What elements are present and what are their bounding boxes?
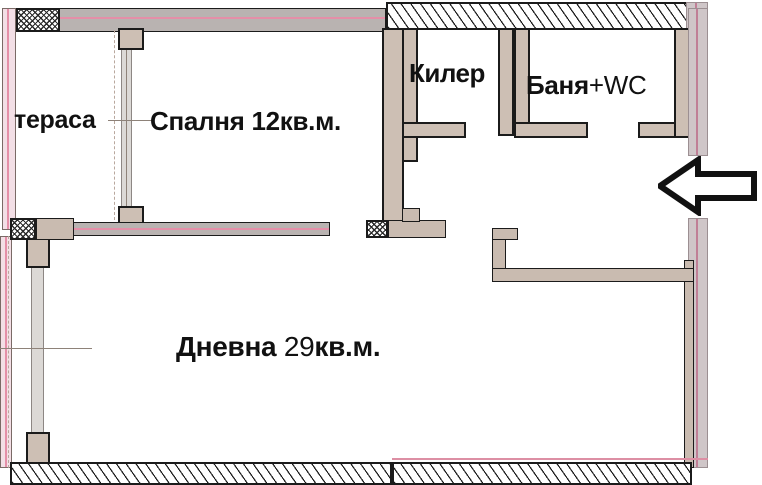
exterior-wall-right-upper	[688, 8, 708, 156]
arrow-left-icon	[654, 154, 757, 218]
column-mid-left	[10, 218, 36, 240]
bedroom-wall-bottom-right	[388, 220, 446, 238]
bedroom-wall-bottom-left	[44, 222, 330, 236]
room-label-terasa: тераса	[14, 106, 96, 134]
terrace-partition-dash	[114, 30, 115, 220]
wall-stub-up-right	[402, 208, 420, 222]
kiler-wall-right	[498, 28, 514, 136]
terrace-parapet-top	[6, 8, 386, 32]
room-label-dnevna-area-number: 29	[283, 331, 315, 362]
exterior-wall-left-lower	[0, 236, 12, 468]
room-label-banya: Баня+WC	[526, 70, 647, 100]
room-label-banya-bold: Баня	[526, 70, 589, 100]
window-axis-left	[0, 348, 92, 349]
glazing-axis	[108, 120, 152, 121]
exterior-wall-bottom	[10, 462, 392, 485]
exterior-wall-top	[386, 2, 706, 30]
exterior-wall-bottom-right	[392, 462, 692, 485]
recess-wall-horizontal	[492, 268, 694, 282]
kiler-wall-bottom	[402, 122, 466, 138]
wall-pier-left-bottom	[26, 432, 50, 466]
room-label-spalnya: Спалня 12кв.м.	[150, 106, 341, 136]
kiler-wall-left	[402, 28, 418, 162]
room-label-banya-wc: +WC	[588, 70, 647, 100]
column-top-left	[16, 8, 60, 32]
terrace-parapet-left	[2, 8, 16, 230]
room-label-dnevna-name: Дневна	[176, 331, 284, 362]
window-guide-left	[8, 236, 9, 468]
bedroom-wall-right	[382, 28, 404, 232]
living-room-window-left	[31, 255, 44, 445]
column-mid-right	[366, 220, 388, 238]
room-label-dnevna-area-unit: кв.м.	[314, 331, 381, 362]
recess-wall-stub	[492, 228, 518, 240]
entrance-arrow	[654, 154, 758, 221]
room-label-kiler: Килер	[409, 58, 485, 88]
column-mid-left-block	[36, 218, 74, 240]
living-room-wall-right	[684, 260, 694, 468]
bottom-wall-accent	[392, 458, 708, 460]
wall-pier-partition-top	[118, 28, 144, 50]
room-label-dnevna: Дневна 29кв.м.	[176, 331, 381, 362]
bathroom-wall-bottom-left	[514, 122, 588, 138]
glazing-mullion	[126, 36, 127, 220]
